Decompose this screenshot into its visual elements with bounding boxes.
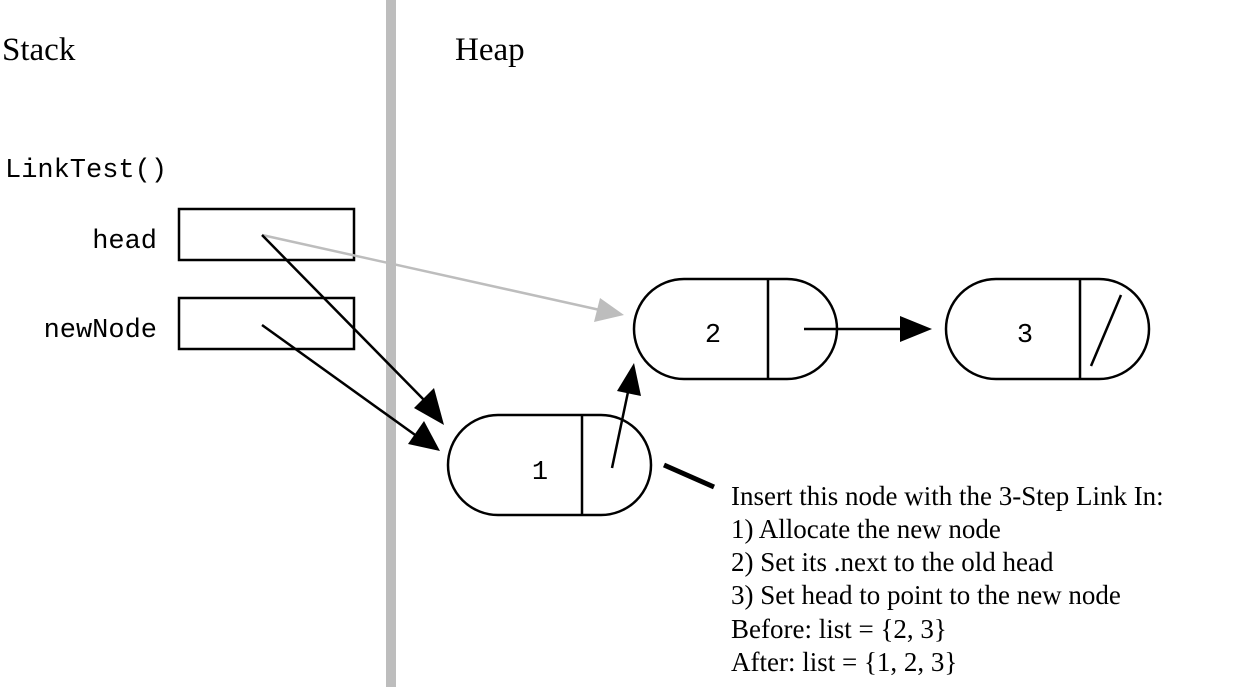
stack-frame-label: LinkTest(): [5, 156, 167, 186]
note-line-1: Insert this node with the 3-Step Link In…: [731, 481, 1164, 511]
old-head-pointer-arrow: [261, 233, 624, 322]
newnode-pointer-arrow: [261, 323, 440, 451]
node-3-value: 3: [1017, 321, 1033, 351]
node-3-null-slash: [1089, 294, 1123, 367]
stack-variable-head: head: [92, 207, 356, 262]
node-2-next-arrow: [804, 316, 932, 342]
stack-heading: Stack: [2, 32, 76, 68]
node-2-value: 2: [705, 321, 721, 351]
note-line-2: 1) Allocate the new node: [731, 514, 1001, 544]
heap-heading: Heap: [455, 32, 525, 68]
heap-node-3: 3: [944, 277, 1151, 381]
node-1-next-arrow: [610, 363, 641, 469]
note-line-5: Before: list = {2, 3}: [731, 614, 947, 644]
note-line-3: 2) Set its .next to the old head: [731, 547, 1054, 577]
variable-name-head: head: [92, 227, 157, 257]
variable-name-newnode: newNode: [44, 316, 157, 346]
node-1-value: 1: [532, 458, 548, 488]
note-connector-line: [662, 462, 716, 490]
variable-box-newnode: [177, 296, 356, 351]
node-1-body: [446, 413, 653, 517]
variable-box-head: [177, 207, 356, 262]
head-pointer-arrow: [261, 234, 444, 425]
node-3-body: [944, 277, 1151, 381]
insert-note: Insert this node with the 3-Step Link In…: [731, 481, 1164, 677]
note-line-4: 3) Set head to point to the new node: [731, 580, 1121, 610]
stack-variable-newnode: newNode: [44, 296, 356, 351]
heap-node-1: 1: [446, 413, 653, 517]
note-line-6: After: list = {1, 2, 3}: [731, 647, 957, 677]
stack-heap-divider: [386, 0, 396, 687]
